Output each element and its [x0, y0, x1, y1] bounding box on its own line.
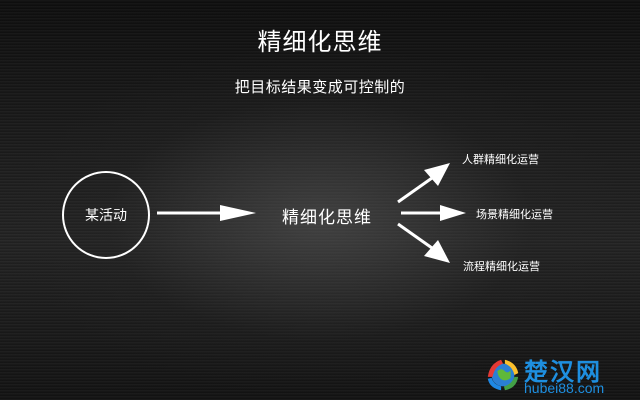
center-node-label: 精细化思维: [282, 208, 372, 228]
slide-title: 精细化思维: [257, 28, 383, 56]
watermark-logo: 楚汉网 hubei88.com: [480, 352, 640, 400]
source-node-label: 某活动: [85, 208, 127, 224]
watermark-domain: hubei88.com: [524, 380, 605, 396]
arrow-down-right-icon: [397, 222, 450, 263]
watermark-name: 楚汉网: [524, 358, 602, 386]
branch-label-crowd: 人群精细化运营: [462, 153, 539, 166]
globe-logo-icon: [487, 359, 519, 391]
branch-label-scene: 场景精细化运营: [476, 208, 553, 221]
source-node-circle: 某活动: [62, 171, 150, 259]
branch-label-process: 流程精细化运营: [463, 260, 540, 273]
arrow-right-branch-icon: [401, 205, 466, 221]
arrow-up-right-icon: [397, 163, 450, 204]
slide-subtitle: 把目标结果变成可控制的: [234, 78, 406, 96]
arrow-right-icon: [157, 205, 256, 221]
